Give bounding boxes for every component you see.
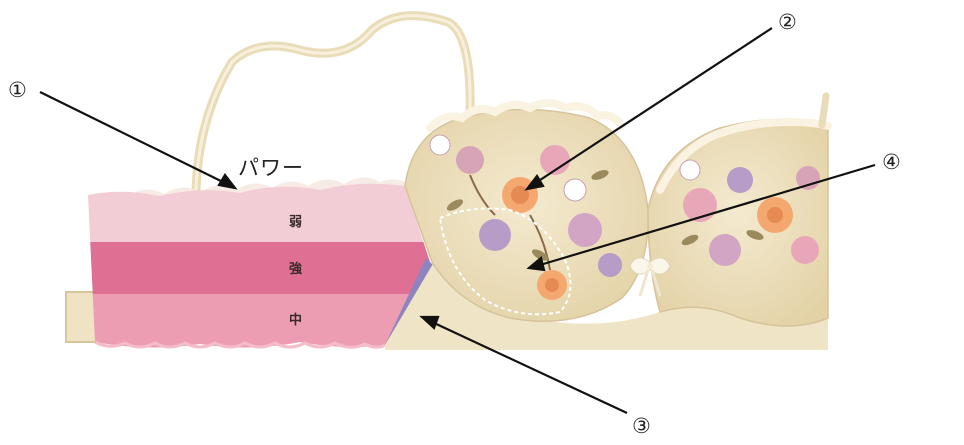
right-cup bbox=[647, 118, 829, 327]
callout-4: ④ bbox=[882, 150, 901, 174]
callout-1: ① bbox=[8, 78, 27, 102]
pointer-2 bbox=[536, 27, 773, 183]
power-zone-medium: 中 bbox=[289, 313, 303, 328]
center-bow bbox=[629, 257, 671, 297]
side-stay bbox=[385, 258, 434, 345]
callout-3: ③ bbox=[632, 414, 651, 438]
pointer-4 bbox=[539, 163, 876, 267]
inner-pad-outline bbox=[438, 207, 572, 316]
floral-embroidery-right bbox=[679, 159, 820, 266]
power-zone-strong: 強 bbox=[289, 262, 303, 277]
callout-2: ② bbox=[778, 10, 797, 34]
pointer-1 bbox=[39, 91, 228, 185]
power-band-strong bbox=[88, 242, 430, 294]
floral-embroidery-left bbox=[429, 134, 622, 300]
pointer-3 bbox=[431, 321, 628, 414]
power-band-weak bbox=[88, 183, 430, 242]
power-zone-weak: 弱 bbox=[289, 215, 303, 230]
power-heading: パワー bbox=[238, 156, 304, 180]
callout-pointers bbox=[39, 27, 876, 414]
power-band-medium bbox=[88, 294, 430, 348]
underband bbox=[385, 262, 828, 350]
